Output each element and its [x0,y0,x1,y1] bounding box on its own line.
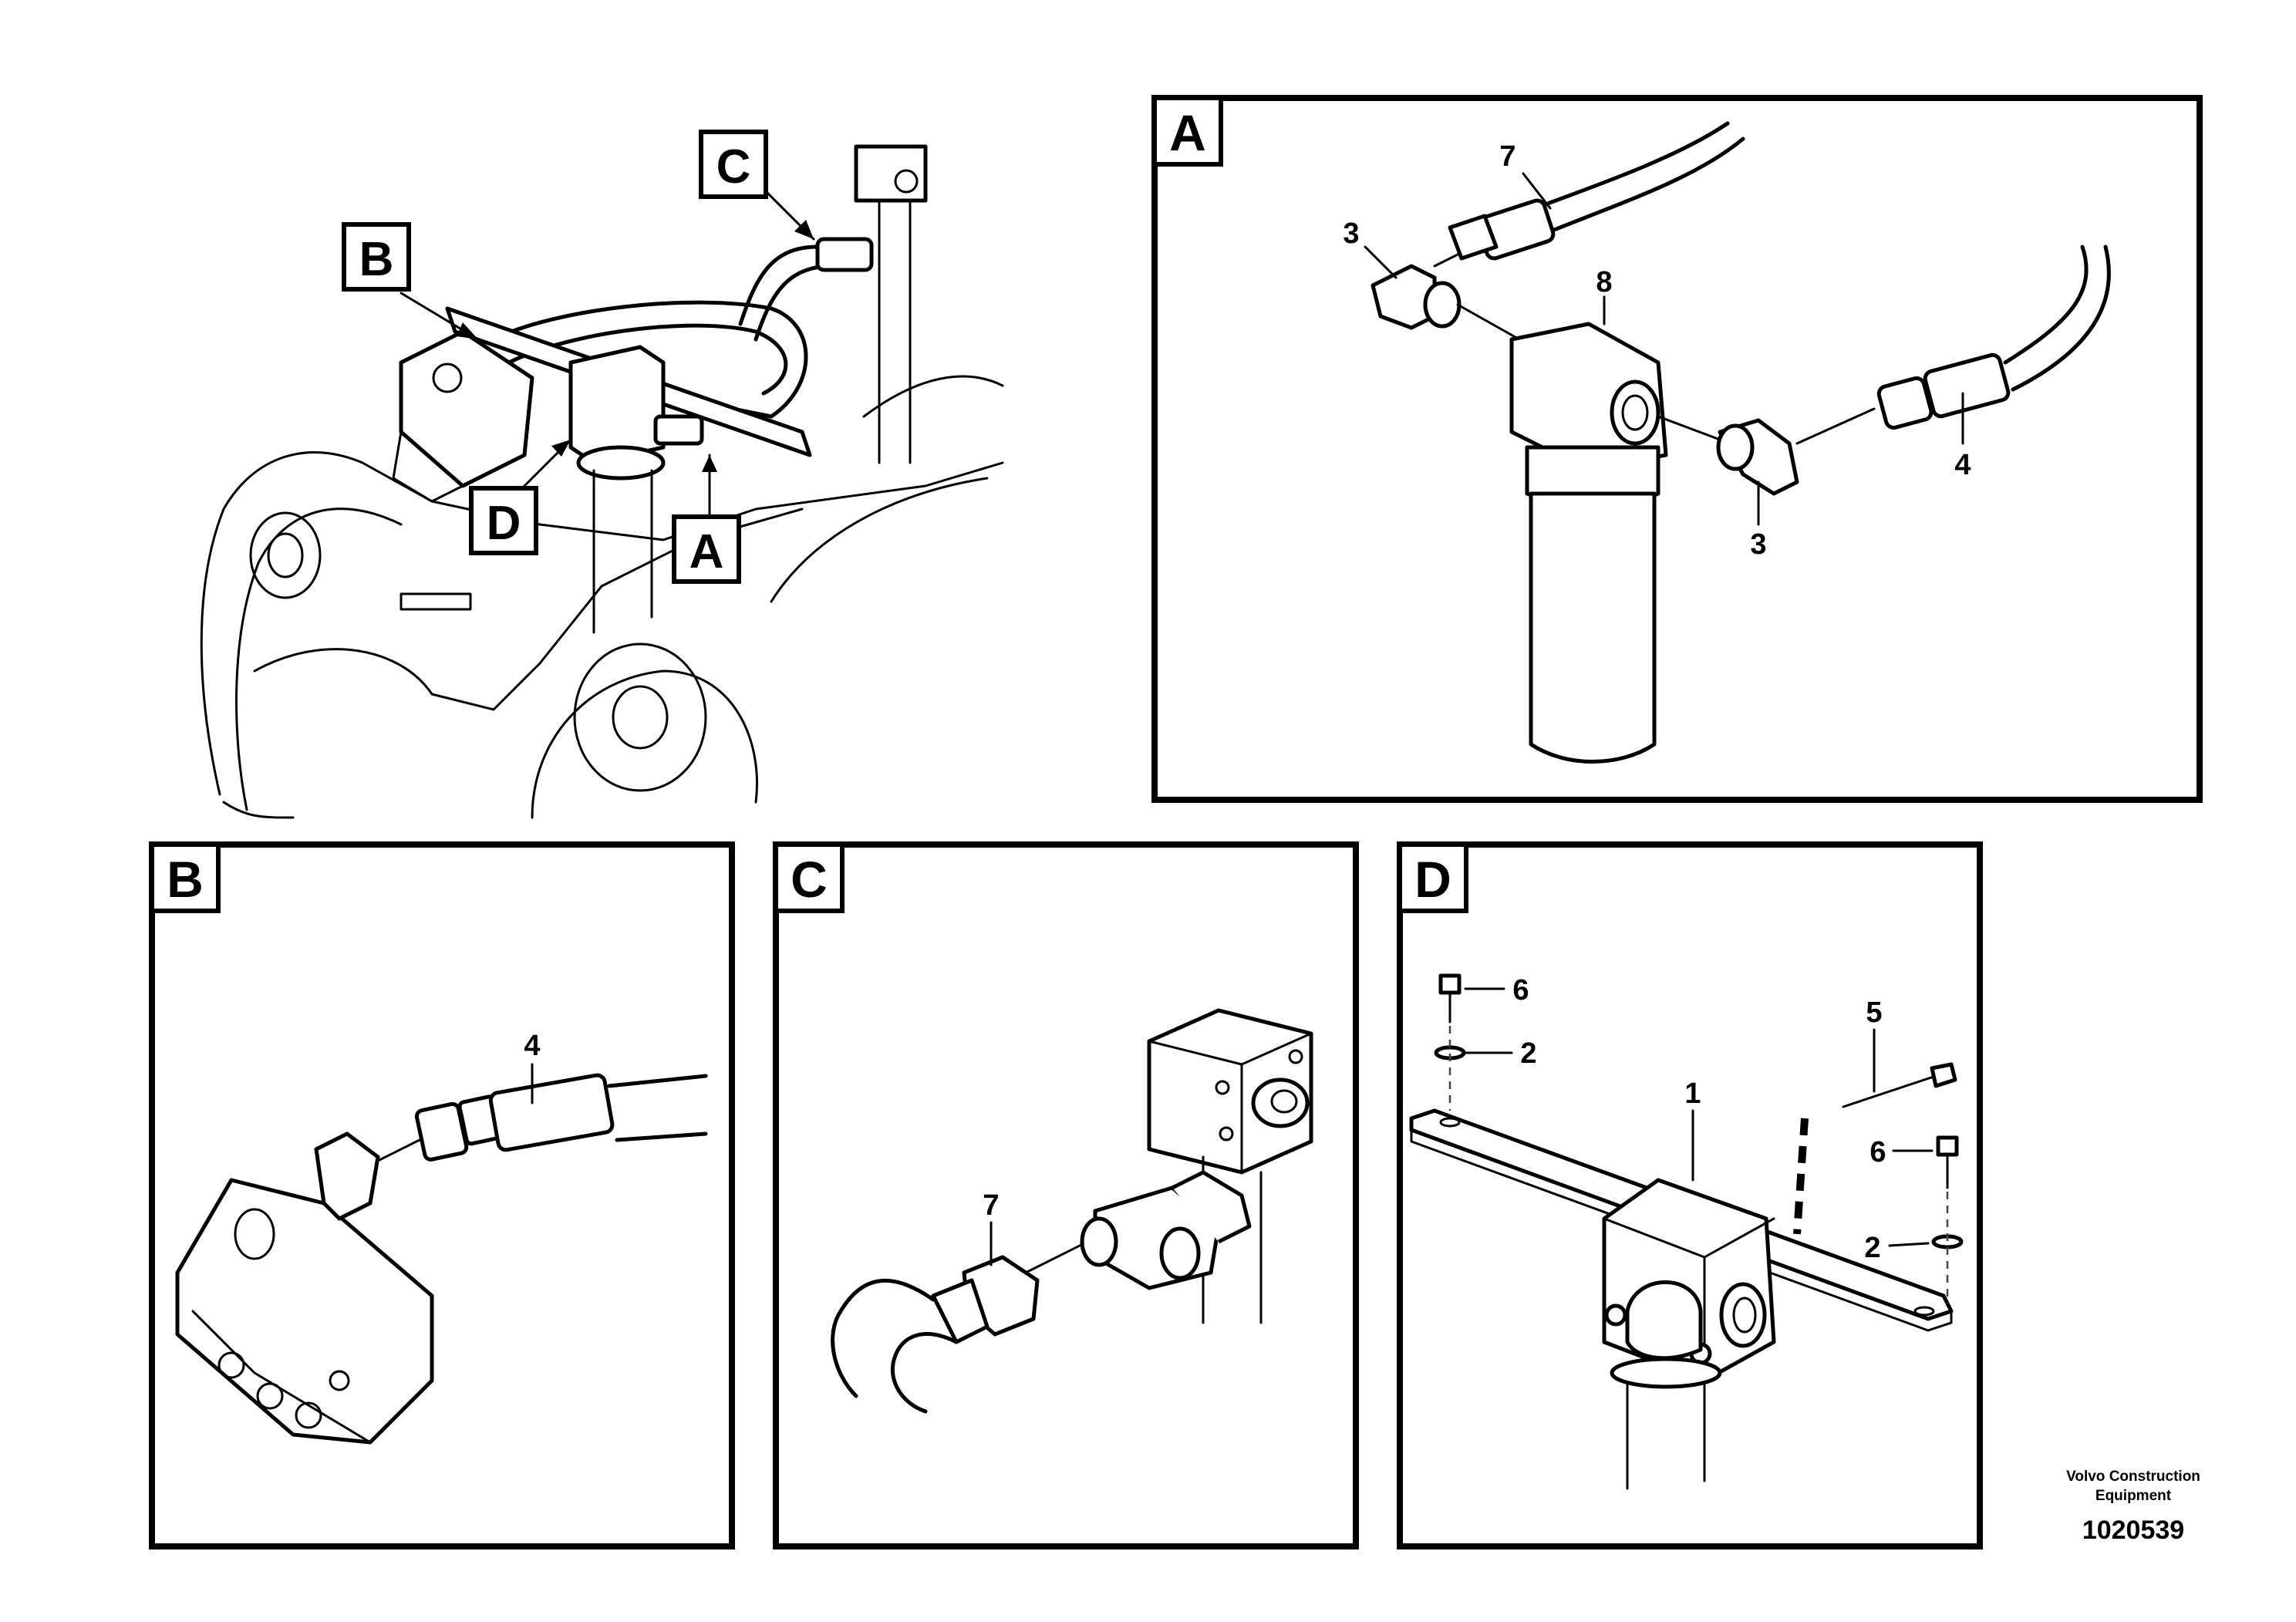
callout-label: C [716,140,751,194]
callout-label: A [689,525,724,578]
company-name-line1: Volvo Construction [2066,1469,2200,1485]
panel-a: A 7 3 8 4 3 [1151,95,2203,803]
part-3-label: 3 [1750,528,1766,561]
part-8-label: 8 [1596,266,1612,298]
callout-label: B [359,233,394,286]
panel-b-title: B [167,851,204,908]
part-6-label: 6 [1870,1136,1886,1168]
footer: Volvo Construction Equipment 1020539 [2066,1469,2200,1545]
company-name-line2: Equipment [2095,1488,2172,1504]
callout-label: D [487,497,521,550]
panel-c: C 7 [773,841,1359,1549]
part-2-label: 2 [1864,1232,1880,1264]
part-2-label: 2 [1520,1037,1536,1070]
part-7-label: 7 [983,1189,999,1222]
panel-c-title: C [791,851,828,908]
callout-overview-c: C [699,130,768,199]
part-3-label: 3 [1343,218,1359,250]
callout-overview-d: D [469,486,538,555]
part-5-label: 5 [1866,996,1882,1029]
panel-b: B 4 [149,841,735,1549]
drawing-number: 1020539 [2082,1516,2184,1545]
part-4-label: 4 [1954,449,1971,481]
panel-a-title: A [1169,104,1206,161]
overview-illustration [200,144,1004,819]
panel-d-title: D [1414,851,1451,908]
part-4-label: 4 [524,1030,540,1062]
callout-overview-b: B [342,222,411,292]
panel-d: D 6 2 5 1 [1397,841,1983,1549]
part-1-label: 1 [1684,1077,1701,1110]
part-6-label: 6 [1512,974,1529,1007]
part-7-label: 7 [1499,140,1515,173]
callout-overview-a: A [672,514,741,584]
